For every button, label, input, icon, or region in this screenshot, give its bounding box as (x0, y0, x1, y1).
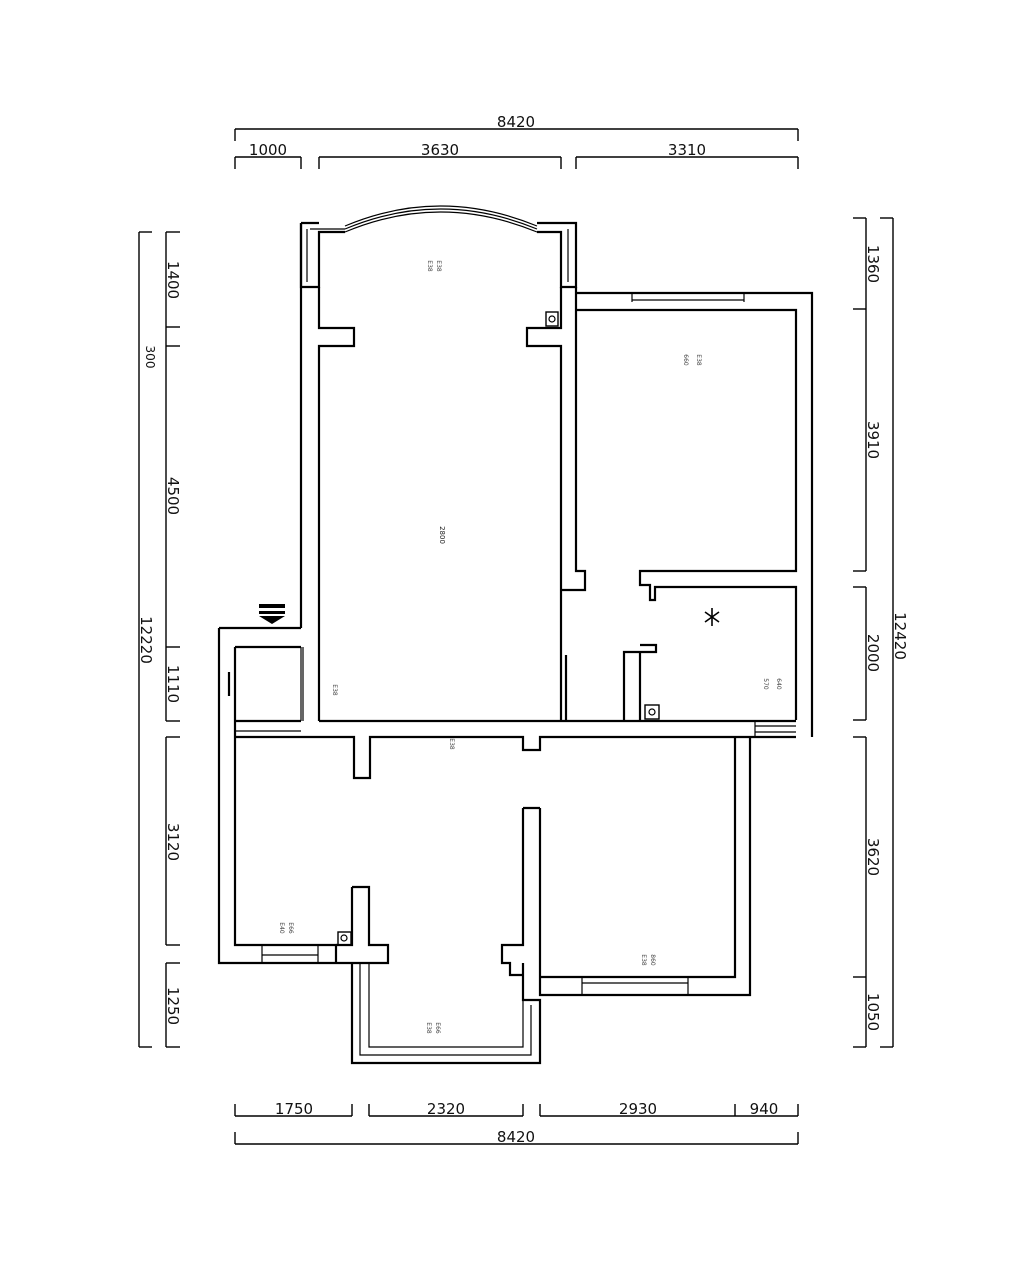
left-dimensions: 1400 300 4500 1110 3120 1250 12220 (137, 231, 182, 1048)
bathroom-pipe-icon (644, 704, 660, 720)
bedroom-se-walls (500, 737, 752, 997)
bay-note-a: E38 (426, 260, 433, 272)
right-segment-3-label: 2000 (864, 634, 882, 672)
walls (217, 205, 814, 1065)
corridor-north-wall (235, 719, 796, 780)
bottom-dimensions: 1750 2320 2930 940 8420 (234, 1100, 799, 1146)
bathroom-note-a: 640 (775, 678, 782, 690)
living-room-west-wall (317, 287, 356, 721)
top-total-label: 8420 (497, 113, 535, 131)
left-segment-6-label: 1250 (164, 987, 182, 1025)
right-dimensions: 1360 3910 2000 3620 1050 12420 (853, 217, 909, 1048)
bedroom-sw-note-a: E40 (278, 922, 285, 934)
top-segment-3-label: 3310 (668, 141, 706, 159)
living-height-note: 2800 (438, 526, 446, 544)
right-segment-4-label: 3620 (864, 838, 882, 876)
bedroom-ne-wall (576, 291, 814, 737)
right-segment-2-label: 3910 (864, 421, 882, 459)
bedroom-sw-walls (233, 737, 542, 1065)
floor-drain-icon (704, 608, 720, 626)
bay-window-outer (306, 211, 538, 282)
left-segment-2-label: 300 (143, 346, 157, 369)
right-segment-5-label: 1050 (864, 993, 882, 1031)
bedroom-ne-window (631, 292, 745, 302)
balcony-note-b: E66 (434, 1022, 441, 1034)
top-dimensions: 8420 1000 3630 3310 (234, 113, 799, 169)
bay-window-frame (299, 221, 345, 289)
bottom-segment-2-label: 2320 (427, 1100, 465, 1118)
left-total-label: 12220 (137, 616, 155, 664)
top-segment-1-label: 1000 (249, 141, 287, 159)
bedroom-sw-note-b: E66 (287, 922, 294, 934)
right-total-label: 12420 (891, 612, 909, 660)
living-room-east-wall (525, 287, 563, 721)
left-segment-3-label: 4500 (164, 477, 182, 515)
bottom-segment-3-label: 2930 (619, 1100, 657, 1118)
bottom-segment-1-label: 1750 (275, 1100, 313, 1118)
bedroom-sw-window (261, 945, 319, 963)
left-segment-5-label: 3120 (164, 823, 182, 861)
bedroom-se-window (581, 977, 689, 995)
balcony-pipe-icon (337, 931, 352, 946)
balcony-note-a: E38 (425, 1022, 432, 1034)
bathroom-walls (564, 643, 658, 720)
bay-note-b: E38 (435, 260, 442, 272)
pipe-icon (545, 311, 559, 327)
living-room-east-wall-outer (561, 287, 587, 592)
bay-east-wall (537, 221, 578, 289)
bedroom-ne-note-b: 660 (682, 354, 689, 366)
corridor-note: E38 (448, 738, 455, 750)
bottom-total-label: 8420 (497, 1128, 535, 1146)
left-segment-4-label: 1110 (164, 665, 182, 703)
symbols (259, 311, 720, 946)
bay-window-inner (344, 205, 538, 230)
room-notes: E38 E38 E38 660 2800 640 570 E38 E38 E40… (278, 260, 782, 1034)
bathroom-note-b: 570 (762, 678, 769, 690)
bottom-segment-4-label: 940 (750, 1100, 779, 1118)
entry-walls (217, 626, 352, 965)
balcony-rail (359, 963, 532, 1056)
entry-arrow-icon (259, 604, 285, 624)
corridor-opening (370, 720, 523, 738)
bathroom-window (754, 720, 796, 737)
left-segment-1-label: 1400 (164, 261, 182, 299)
entry-note: E38 (331, 684, 338, 696)
bedroom-ne-note-a: E38 (695, 354, 702, 366)
right-segment-1-label: 1360 (864, 245, 882, 283)
top-segment-2-label: 3630 (421, 141, 459, 159)
balcony-partition (336, 885, 390, 965)
bedroom-se-note-b: 860 (649, 954, 656, 966)
bedroom-se-note-a: E38 (640, 954, 647, 966)
entry-door (235, 647, 304, 732)
